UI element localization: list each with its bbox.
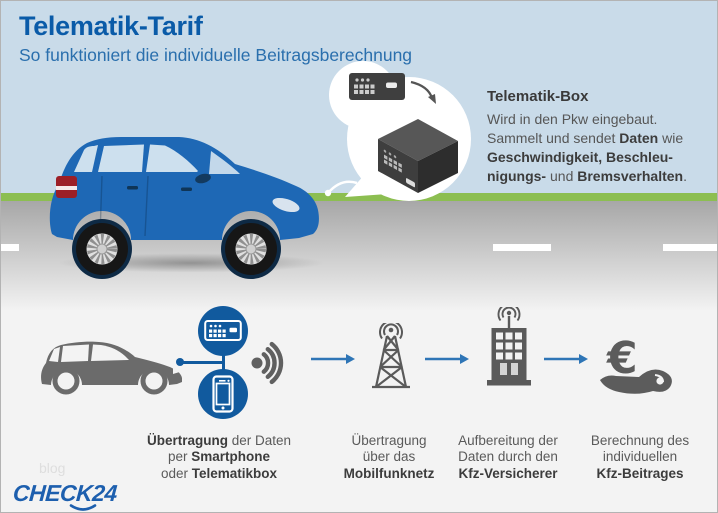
telematics-device-front-icon	[349, 73, 405, 100]
blog-watermark: blog	[39, 460, 66, 476]
telematics-box-circle	[198, 306, 248, 356]
rear-wheel	[76, 223, 128, 275]
telematics-box-icon	[204, 320, 242, 341]
blue-car-illustration	[49, 137, 319, 279]
callout-title: Telematik-Box	[487, 88, 589, 105]
wifi-signal-icon	[251, 341, 284, 385]
smartphone-circle	[198, 369, 248, 419]
smartphone-icon	[212, 375, 234, 413]
lane-marking	[663, 244, 717, 251]
lane-marking	[1, 244, 19, 251]
radio-tower-icon	[372, 323, 410, 389]
flow-arrow-icon	[311, 354, 355, 364]
page-subtitle: So funktioniert die individuelle Beitrag…	[19, 45, 413, 65]
front-wheel	[225, 223, 277, 275]
check24-logo[interactable]: CHECK24	[12, 480, 118, 506]
insurer-building-icon	[487, 307, 531, 386]
telematics-box-3d-icon	[378, 119, 458, 193]
page-title: Telematik-Tarif	[19, 11, 203, 41]
flow-arrow-icon	[425, 354, 469, 364]
hand-euro-icon: €	[600, 333, 672, 394]
header: Telematik-Tarif So funktioniert die indi…	[19, 11, 412, 66]
grass-strip	[1, 193, 717, 201]
lane-marking	[493, 244, 551, 251]
check24-logo-smile-icon	[69, 504, 97, 511]
callout-body: Wird in den Pkw eingebaut.Sammelt und se…	[487, 111, 687, 185]
telematics-box-callout: Telematik-Box Wird in den Pkw eingebaut.…	[487, 88, 687, 186]
curved-arrow-icon	[410, 80, 436, 104]
connector-line	[180, 361, 224, 364]
gray-car-icon	[41, 341, 183, 395]
telematics-box-bubble	[324, 61, 471, 201]
euro-symbol: €	[606, 333, 638, 384]
flow-arrow-icon	[544, 354, 588, 364]
